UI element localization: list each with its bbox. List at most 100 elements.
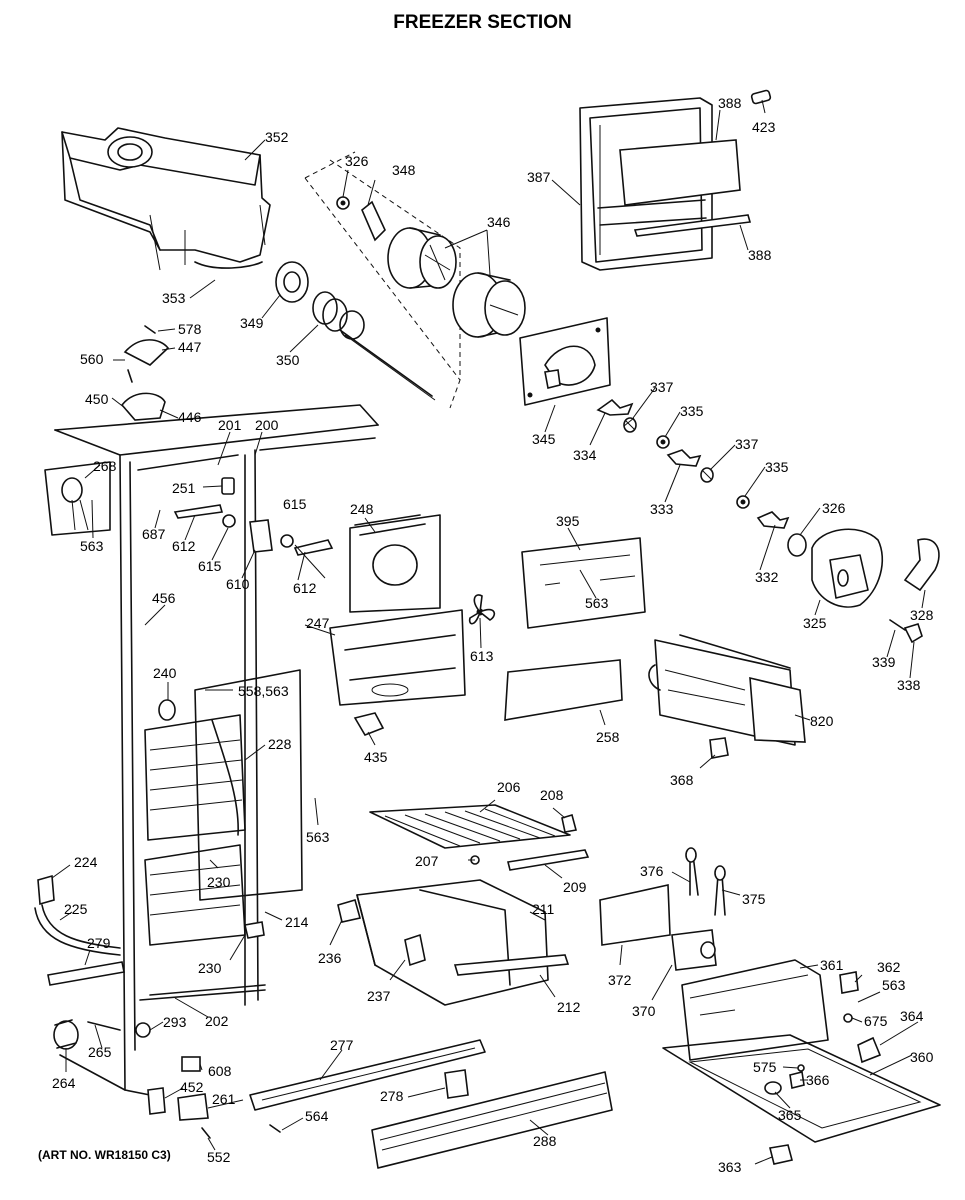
- callout-279: 279: [87, 935, 111, 951]
- callout-435: 435: [364, 749, 388, 765]
- bracket-612a: [173, 504, 224, 519]
- callout-361: 361: [820, 957, 844, 973]
- ice-maker-820: [648, 634, 806, 746]
- callout-372: 372: [608, 972, 632, 988]
- plate-452: [147, 1087, 166, 1115]
- callout-288: 288: [533, 1133, 557, 1149]
- part-366: [789, 1071, 805, 1089]
- wire-shelf-206: [369, 804, 571, 849]
- support-237: [404, 933, 426, 967]
- callout-346: 346: [487, 214, 511, 230]
- callout-214: 214: [285, 914, 309, 930]
- hinge-450-446: [120, 392, 166, 421]
- callout-615: 615: [198, 558, 222, 574]
- callout-615: 615: [283, 496, 307, 512]
- callout-328: 328: [910, 607, 934, 623]
- callout-202: 202: [205, 1013, 229, 1029]
- fan-blade-613: [468, 594, 496, 625]
- callout-395: 395: [556, 513, 580, 529]
- callout-450: 450: [85, 391, 109, 407]
- cover-372: [599, 884, 671, 946]
- callout-251: 251: [172, 480, 196, 496]
- diagram-title: FREEZER SECTION: [393, 12, 572, 33]
- light-socket-268: [44, 461, 111, 536]
- callout-labels: 352 326 348 346 387 388 423 388 353 349 …: [52, 95, 934, 1175]
- callout-820: 820: [810, 713, 834, 729]
- callout-335: 335: [680, 403, 704, 419]
- bracket-435: [353, 712, 385, 736]
- spring-337a: [623, 417, 637, 433]
- callout-552: 552: [207, 1149, 231, 1165]
- callout-376: 376: [640, 863, 664, 879]
- bracket-328: [903, 538, 940, 592]
- assembly-boundary: [304, 151, 461, 409]
- trim-209: [507, 849, 590, 871]
- cap-423: [750, 89, 772, 105]
- thermostat-251: [221, 477, 235, 495]
- roller-264: [53, 1019, 79, 1050]
- callout-610: 610: [226, 576, 250, 592]
- spring-350: [312, 291, 436, 401]
- part-364: [857, 1036, 882, 1064]
- clip-608: [181, 1056, 201, 1072]
- callout-247: 247: [306, 615, 330, 631]
- callout-277: 277: [330, 1037, 354, 1053]
- callout-326: 326: [822, 500, 846, 516]
- floor-202: [149, 984, 266, 996]
- callout-338: 338: [897, 677, 921, 693]
- callout-364: 364: [900, 1008, 924, 1024]
- callout-224: 224: [74, 854, 98, 870]
- callout-240: 240: [153, 665, 177, 681]
- callout-345: 345: [532, 431, 556, 447]
- callout-446: 446: [178, 409, 202, 425]
- callout-387: 387: [527, 169, 551, 185]
- callout-332: 332: [755, 569, 779, 585]
- callout-360: 360: [910, 1049, 934, 1065]
- callout-563: 563: [306, 829, 330, 845]
- clip-338: [903, 623, 923, 644]
- callout-212: 212: [557, 999, 581, 1015]
- motor-325: [787, 528, 884, 608]
- bracket-278: [444, 1069, 469, 1099]
- bumper-615b: [280, 534, 294, 548]
- screw-552: [201, 1127, 211, 1139]
- leader-lines: [51, 99, 926, 1165]
- callout-388: 388: [748, 247, 772, 263]
- callout-687: 687: [142, 526, 166, 542]
- bracket-261: [177, 1093, 209, 1121]
- callout-206: 206: [497, 779, 521, 795]
- callout-447: 447: [178, 339, 202, 355]
- callout-337: 337: [650, 379, 674, 395]
- trim-258: [504, 659, 623, 721]
- callout-675: 675: [864, 1013, 888, 1029]
- screw-578: [144, 325, 156, 334]
- screw-675: [843, 1013, 853, 1023]
- callout-563: 563: [80, 538, 104, 554]
- callout-207: 207: [415, 853, 439, 869]
- callout-326: 326: [345, 153, 369, 169]
- cam-333: [666, 449, 702, 467]
- dispenser-door-387: [579, 97, 752, 271]
- duct-248-247: [329, 514, 466, 706]
- screw-293: [135, 1022, 151, 1038]
- callout-325: 325: [803, 615, 827, 631]
- callout-268: 268: [93, 458, 117, 474]
- callout-423: 423: [752, 119, 776, 135]
- washer-335b: [736, 495, 750, 509]
- rail-277: [249, 1039, 486, 1111]
- callout-560: 560: [80, 351, 104, 367]
- callout-200: 200: [255, 417, 279, 433]
- freezer-bin-211: [356, 879, 570, 1006]
- callout-368: 368: [670, 772, 694, 788]
- washer-335a: [656, 435, 670, 449]
- bracket-236: [337, 899, 361, 923]
- callout-237: 237: [367, 988, 391, 1004]
- timer-370: [671, 929, 717, 971]
- screw-339: [889, 619, 906, 631]
- callout-258: 258: [596, 729, 620, 745]
- callout-558-563: 558,563: [238, 683, 289, 699]
- callout-456: 456: [152, 590, 176, 606]
- callout-337: 337: [735, 436, 759, 452]
